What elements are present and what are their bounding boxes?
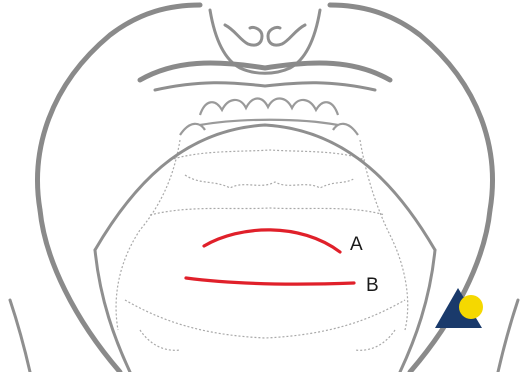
teeth: [180, 98, 358, 135]
triangle-sun-logo-icon: [435, 288, 483, 328]
jaw-contour: [116, 140, 408, 350]
label-a: A: [350, 234, 363, 255]
label-b: B: [366, 275, 379, 296]
upper-lip: [140, 63, 390, 90]
incision-b: [186, 278, 354, 284]
incision-a: [204, 230, 340, 252]
jaw-line: [95, 125, 435, 372]
